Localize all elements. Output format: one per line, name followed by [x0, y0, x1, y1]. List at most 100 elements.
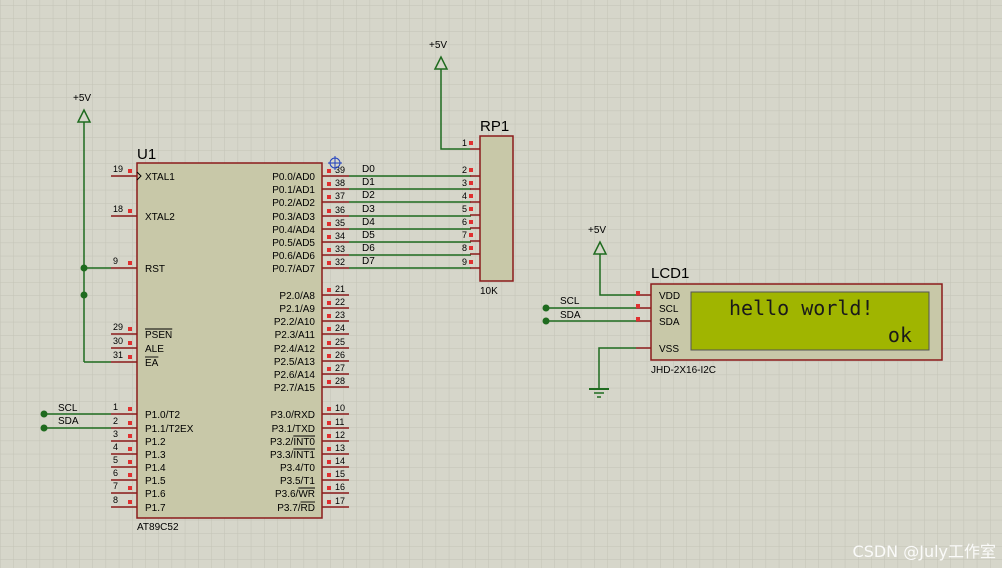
rp1-pin-3[interactable]: 3: [462, 178, 480, 190]
power-5v-u1[interactable]: +5V: [73, 93, 91, 362]
pin-marker: [469, 220, 473, 224]
pin-marker: [327, 182, 331, 186]
pin-name: EA: [145, 358, 159, 369]
pin-marker: [327, 169, 331, 173]
rp1-pin-7[interactable]: 7: [462, 230, 480, 242]
pin-name: P0.6/AD6: [272, 251, 315, 262]
rp1-pin-1[interactable]: 1: [462, 138, 480, 150]
u1-pin-3[interactable]: 3P1.2: [111, 429, 166, 448]
u1-pin-1[interactable]: 1P1.0/T2: [111, 402, 180, 421]
sda-net-label: SDA: [58, 416, 79, 427]
bus-label: D5: [362, 230, 375, 241]
junction-dot: [80, 291, 88, 299]
u1-pin-5[interactable]: 5P1.4: [111, 455, 166, 474]
pin-name: P2.7/A15: [274, 383, 316, 394]
pin-marker: [327, 500, 331, 504]
ground-symbol[interactable]: [589, 347, 636, 398]
lcd1-pin-scl[interactable]: SCL: [636, 304, 679, 315]
pin-number: 38: [335, 178, 345, 188]
pin-number: 3: [113, 429, 118, 439]
pin-number: 16: [335, 482, 345, 492]
lcd1-ref-label: LCD1: [651, 265, 689, 282]
lcd1-pin-sda[interactable]: SDA: [636, 317, 680, 328]
pin-name: P0.1/AD1: [272, 185, 315, 196]
net-terminal-dot: [40, 424, 48, 432]
pin-number: 4: [462, 191, 467, 201]
pin-name: P3.0/RXD: [271, 410, 315, 421]
pin-name: P1.1/T2EX: [145, 424, 194, 435]
pin-marker: [128, 169, 132, 173]
rp1-ref-label: RP1: [480, 118, 509, 135]
bus-label: D7: [362, 256, 375, 267]
u1-body: [136, 162, 323, 519]
rp1-pin-4[interactable]: 4: [462, 191, 480, 203]
pin-marker: [469, 141, 473, 145]
u1-pin-2[interactable]: 2P1.1/T2EX: [111, 416, 194, 435]
power-5v-rp1[interactable]: +5V: [429, 40, 470, 150]
power-label: +5V: [588, 225, 606, 236]
pin-name: PSEN: [145, 330, 172, 341]
lcd1-pin-vss[interactable]: VSS: [636, 344, 679, 355]
scl-net-label: SCL: [58, 403, 78, 414]
ground-wire: [598, 347, 636, 388]
u1-pin-6[interactable]: 6P1.5: [111, 468, 166, 487]
watermark: CSDN @July工作室: [852, 542, 996, 561]
u1-pin-4[interactable]: 4P1.3: [111, 442, 166, 461]
rp1-pin-6[interactable]: 6: [462, 217, 480, 229]
lcd1-pin-vdd[interactable]: VDD: [636, 291, 680, 302]
pin-name: P1.3: [145, 450, 166, 461]
u1-pin-7[interactable]: 7P1.6: [111, 481, 166, 500]
power-5v-lcd[interactable]: +5V: [588, 225, 636, 296]
rp1-pin-5[interactable]: 5: [462, 204, 480, 216]
crosshair-cursor-icon: [328, 156, 342, 170]
pin-marker: [128, 473, 132, 477]
pin-marker: [469, 181, 473, 185]
pin-number: 7: [462, 230, 467, 240]
u1-component[interactable]: U1 AT89C52 19XTAL118XTAL29RST29PSEN30ALE…: [111, 146, 349, 533]
power-label: +5V: [429, 40, 447, 51]
pin-name: P3.7/RD: [277, 503, 315, 514]
pin-name: P2.6/A14: [274, 370, 316, 381]
pin-number: 13: [335, 443, 345, 453]
u1-pin-8[interactable]: 8P1.7: [111, 495, 166, 514]
pin-name: SDA: [659, 317, 680, 328]
rp1-pin-2[interactable]: 2: [462, 165, 480, 177]
lcd1-component[interactable]: hello world! ok LCD1 JHD-2X16-I2C VDDSCL…: [636, 265, 943, 376]
pin-marker: [327, 314, 331, 318]
rp1-pin-8[interactable]: 8: [462, 243, 480, 255]
rp1-pin-9[interactable]: 9: [462, 257, 480, 269]
pin-number: 6: [462, 217, 467, 227]
